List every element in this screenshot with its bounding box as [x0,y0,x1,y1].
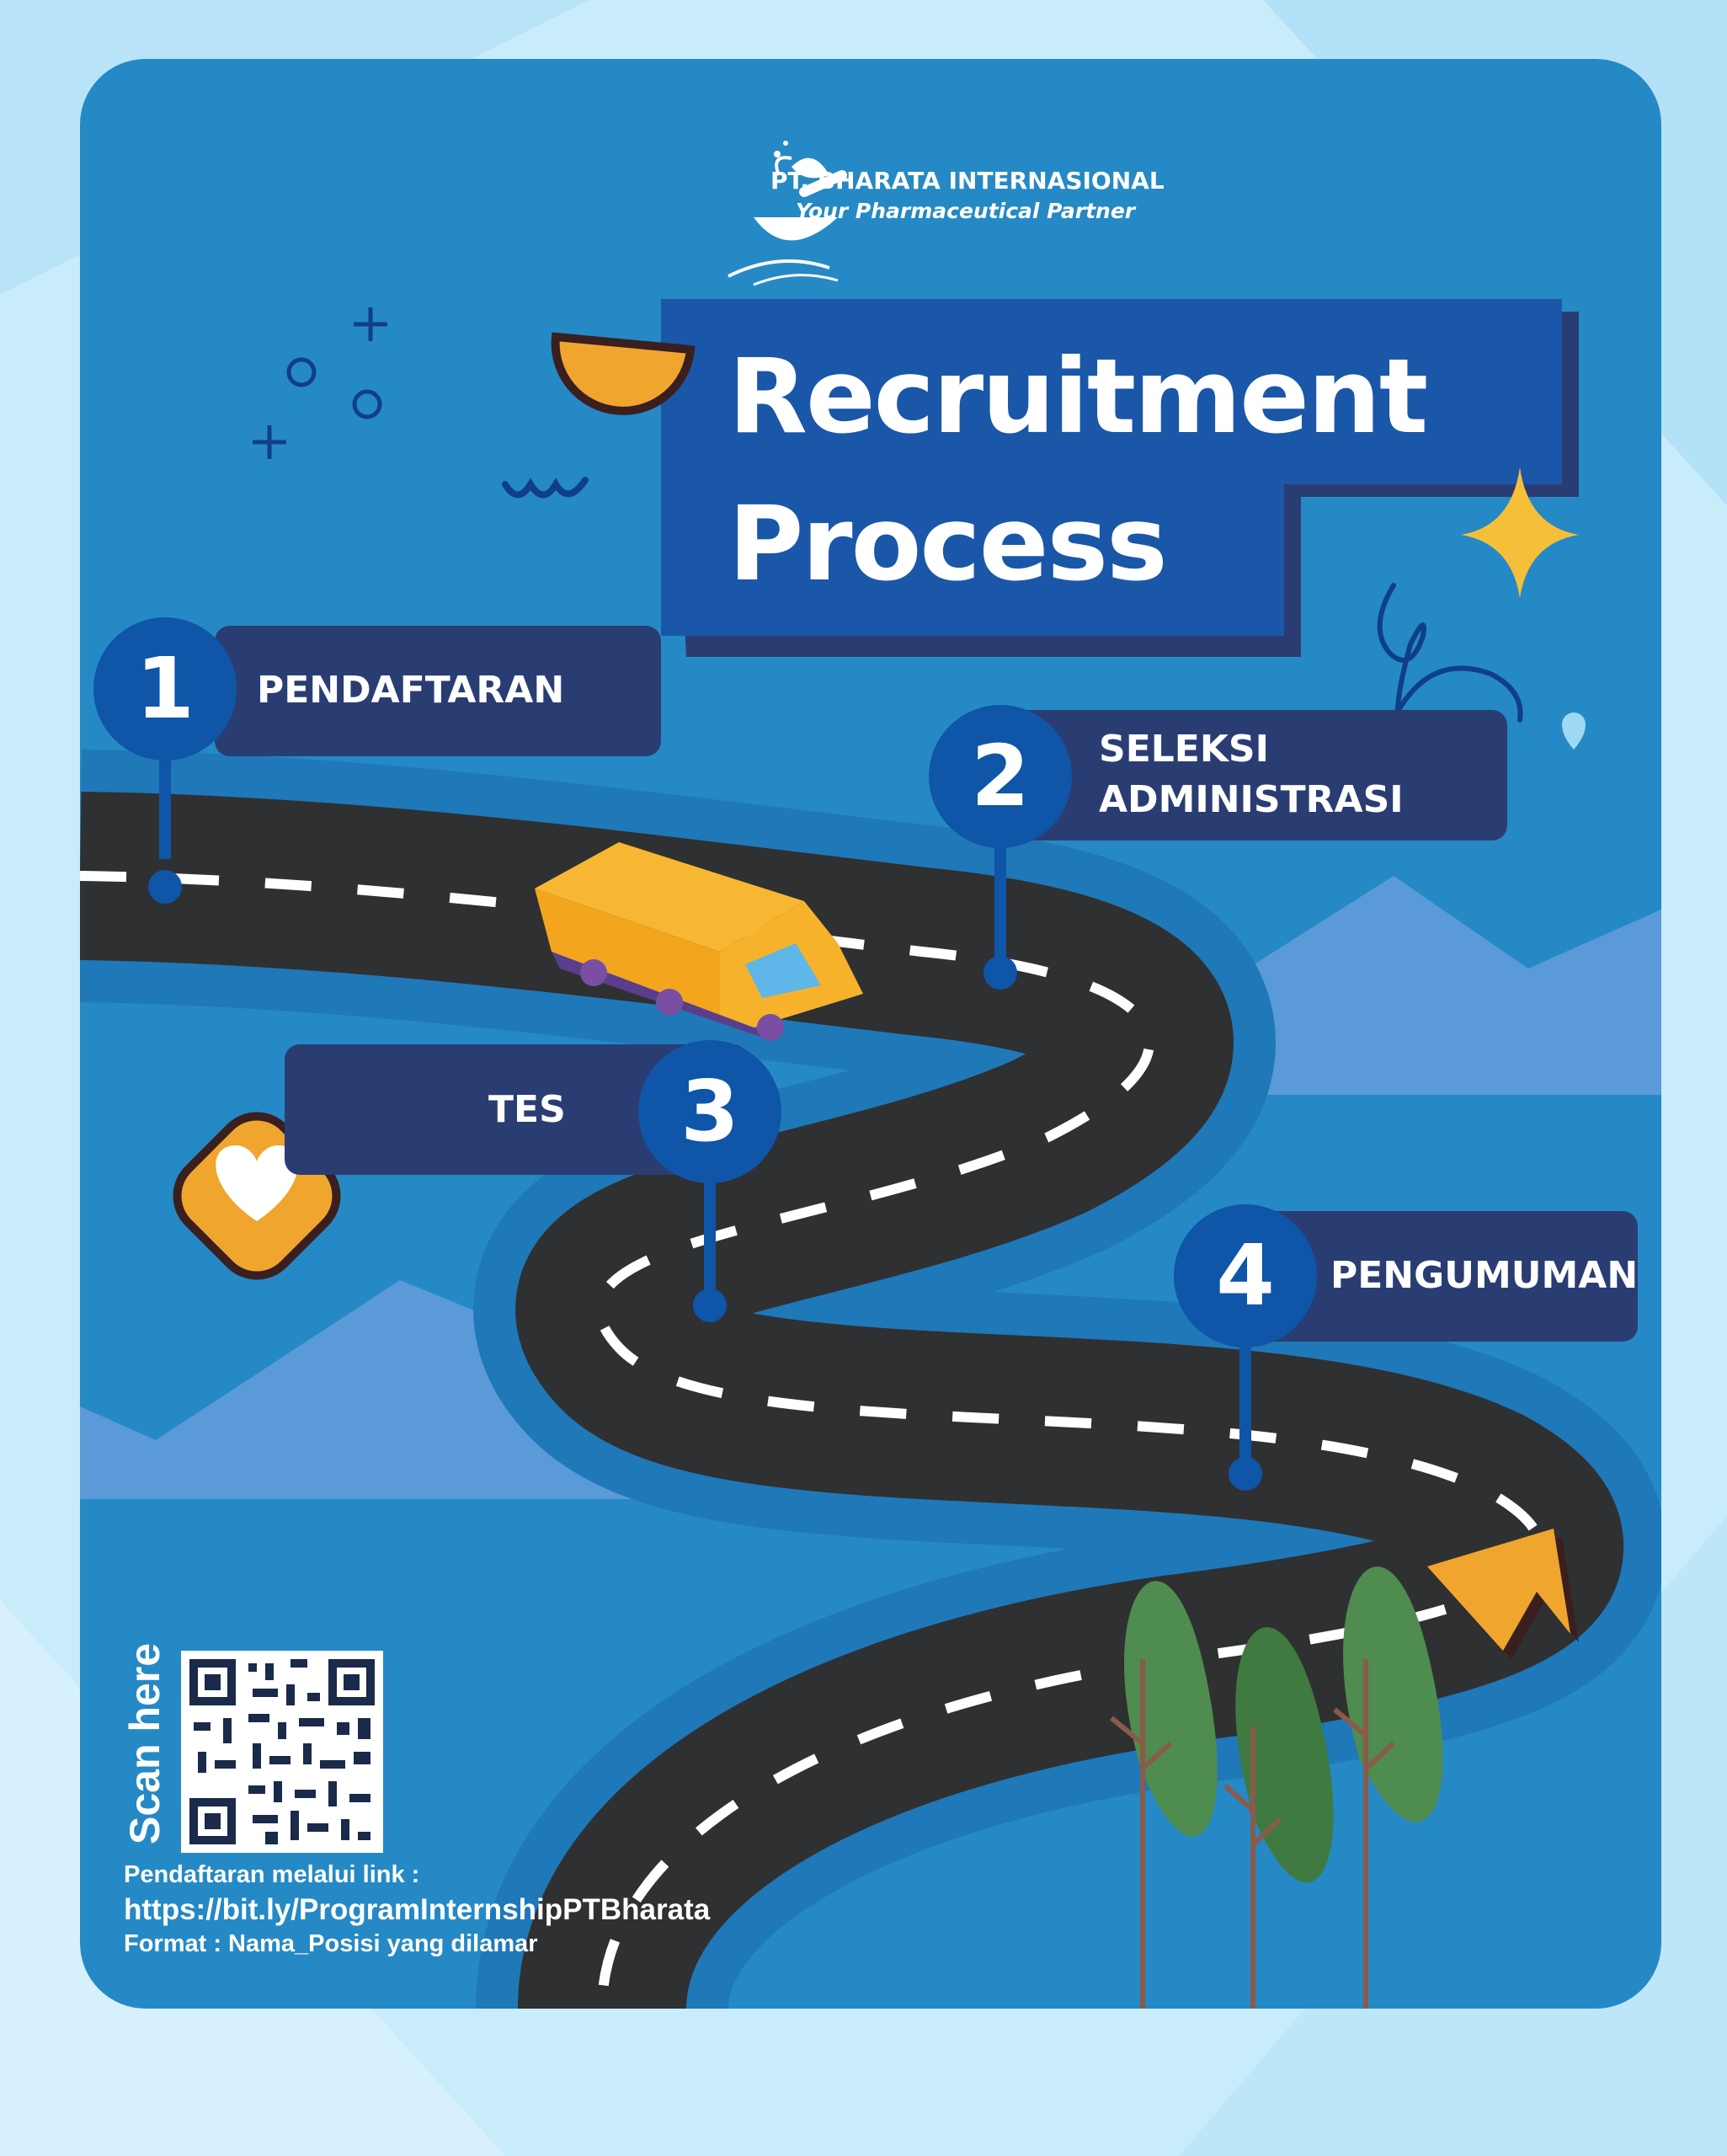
poster-card: PT. BHARATA INTERNASIONAL Your Pharmaceu… [80,59,1661,2009]
squiggle-shape [502,477,589,499]
step-3-panel [285,1044,748,1175]
step-3-circle [638,1040,781,1183]
step-pins [148,733,1262,1491]
mortar-bowl-icon [754,217,838,241]
registration-link[interactable]: https://bit.ly/ProgramInternshipPTBharat… [124,1893,711,1926]
step-4-panel [1259,1211,1638,1342]
company-logo [728,141,847,286]
company-name: PT. BHARATA INTERNASIONAL [770,167,1165,195]
page-title-line-2: Process [728,484,1168,604]
qr-caption: Scan here [121,1642,168,1844]
road-scene [80,299,1661,2009]
registration-intro: Pendaftaran melalui link : [124,1861,420,1888]
step-1-circle [93,617,237,760]
registration-format: Format : Nama_Posisi yang dilamar [124,1930,538,1957]
step-1-label: PENDAFTARAN [257,669,565,712]
step-4-number: 4 [1216,1226,1275,1325]
step-2-panel [1010,710,1507,841]
company-tagline: Your Pharmaceutical Partner [796,199,1136,223]
step-2-circle [929,705,1072,848]
star-shape [1461,467,1579,598]
trees [1110,1566,1443,2009]
step-2-number: 2 [971,727,1030,825]
location-pin-icon [1562,712,1586,750]
step-3-number: 3 [680,1062,739,1161]
decor-plus-icons [253,307,387,459]
halfmoon-shape [551,332,696,415]
page-title-line-1: Recruitment [728,337,1428,456]
step-4-circle [1174,1204,1317,1348]
truck-icon [535,842,863,1041]
step-1-panel [215,626,661,756]
step-2-label-line-1: SELEKSI [1099,728,1269,771]
arrow-shape [1427,1529,1570,1651]
step-3-label: TES [488,1088,566,1131]
step-4-label: PENGUMUMAN [1330,1254,1639,1297]
title-box [661,299,1562,636]
step-2-label-line-2: ADMINISTRASI [1099,778,1404,821]
step-1-number: 1 [136,639,195,738]
loop-line-shape [1377,583,1523,723]
heart-icon [216,1145,298,1221]
qr-code [181,1651,383,1853]
